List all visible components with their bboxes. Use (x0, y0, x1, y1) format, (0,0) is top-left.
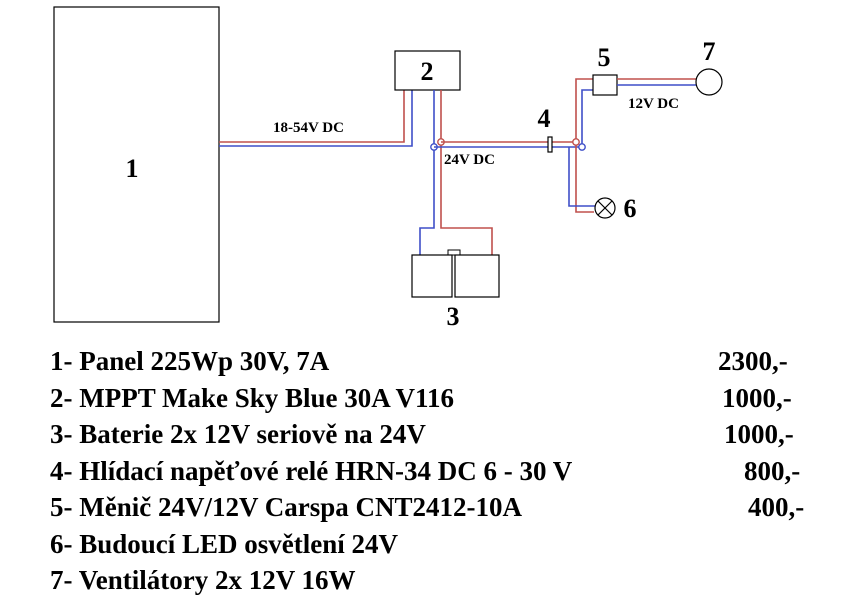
wire-label-18-54v: 18-54V DC (273, 120, 344, 136)
list-item: 4- Hlídací napěťové relé HRN-34 DC 6 - 3… (0, 453, 850, 490)
battery-icon (411, 249, 500, 298)
part-label: 3- Baterie 2x 12V seriově na 24V (50, 419, 426, 449)
part-price: 800,- (744, 455, 801, 486)
riser-negative-wire (581, 89, 593, 147)
led-positive-wire (575, 142, 594, 213)
solar-panel-box (53, 6, 220, 323)
part-label: 2- MPPT Make Sky Blue 30A V116 (50, 382, 455, 413)
panel-positive-wire (219, 90, 405, 143)
list-item: 2- MPPT Make Sky Blue 30A V116 1000,- (0, 380, 850, 417)
relay-label: 4 (538, 104, 551, 133)
mppt-negative-wire (419, 90, 435, 255)
list-item: 1- Panel 225Wp 30V, 7A 2300,- (0, 343, 850, 380)
list-item: 3- Baterie 2x 12V seriově na 24V 1000,- (0, 416, 850, 453)
mppt-positive-wire (440, 90, 493, 255)
converter-box (592, 74, 618, 96)
part-label: 1- Panel 225Wp 30V, 7A (50, 346, 330, 376)
relay-symbol (547, 136, 553, 153)
led-negative-wire (568, 147, 596, 207)
wiring-diagram: 1 18-54V DC 2 24V DC 4 5 12V DC 7 6 (53, 6, 723, 331)
part-price: 1000,- (722, 382, 792, 413)
panel-negative-wire (219, 90, 413, 147)
wire-label-24v: 24V DC (444, 152, 495, 168)
led-label: 6 (624, 194, 637, 223)
part-label: 6- Budoucí LED osvětlení 24V (50, 528, 399, 559)
riser-positive-junction (572, 138, 580, 146)
mppt-label: 2 (421, 57, 434, 86)
part-label: 7- Ventilátory 2x 12V 16W (50, 565, 356, 595)
part-price: 400,- (748, 492, 805, 522)
wire-label-12v: 12V DC (628, 96, 679, 112)
panel-label: 1 (126, 154, 139, 183)
part-label: 4- Hlídací napěťové relé HRN-34 DC 6 - 3… (50, 455, 573, 486)
parts-list: 1- Panel 225Wp 30V, 7A 2300,- 2- MPPT Ma… (0, 343, 850, 599)
mppt-box (394, 50, 461, 91)
part-price: 2300,- (718, 346, 788, 376)
riser-negative-junction (578, 143, 586, 151)
part-label: 5- Měnič 24V/12V Carspa CNT2412-10A (50, 492, 522, 522)
fan-symbol (695, 68, 723, 96)
fan-label: 7 (703, 37, 716, 66)
converter-label: 5 (598, 43, 611, 72)
list-item: 7- Ventilátory 2x 12V 16W (0, 562, 850, 599)
riser-positive-wire (575, 78, 593, 142)
list-item: 6- Budoucí LED osvětlení 24V (0, 526, 850, 563)
led-lamp-icon (594, 197, 616, 219)
list-item: 5- Měnič 24V/12V Carspa CNT2412-10A 400,… (0, 489, 850, 526)
part-price: 1000,- (724, 419, 794, 449)
battery-label: 3 (447, 302, 460, 331)
